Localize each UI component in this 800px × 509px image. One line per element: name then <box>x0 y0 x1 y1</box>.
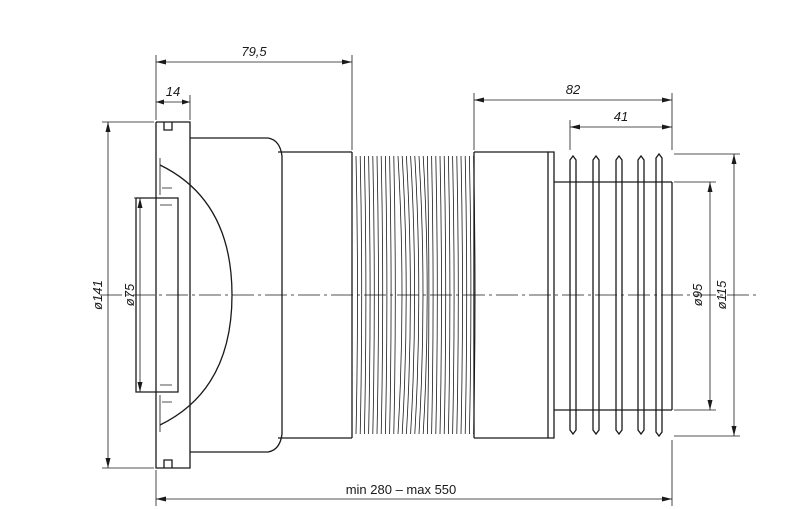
sealing-fin <box>615 154 623 436</box>
corrugation-rib <box>389 155 392 435</box>
dim-41: 41 <box>569 109 672 150</box>
corrugation-rib <box>380 155 384 435</box>
sealing-fin <box>637 154 645 436</box>
corrugation-rib <box>460 155 463 435</box>
dim-dia-95: ø95 <box>674 181 716 411</box>
corrugation-rib <box>355 155 358 435</box>
corrugation-rib <box>427 155 430 435</box>
corrugation-rib <box>473 155 476 435</box>
sealing-fin <box>569 154 577 436</box>
corrugation-rib <box>401 155 407 435</box>
dim-dia-115-label: ø115 <box>714 280 729 309</box>
corrugation-rib <box>359 155 363 435</box>
inlet-flange <box>135 121 191 469</box>
dim-dia-75: ø75 <box>122 197 143 392</box>
corrugation-rib <box>469 155 472 435</box>
corrugation-rib <box>372 155 375 435</box>
corrugation-rib <box>368 155 371 435</box>
socket-body <box>190 137 352 453</box>
outlet-sealing-fins <box>569 152 663 438</box>
outlet-tube <box>474 151 673 439</box>
corrugation-rib <box>448 155 451 435</box>
corrugation-rib <box>414 155 420 435</box>
dim-41-label: 41 <box>614 109 628 124</box>
corrugation-rib <box>464 155 468 435</box>
corrugation-rib <box>439 155 442 435</box>
sealing-fin <box>655 152 663 438</box>
corrugation-rib <box>435 155 438 435</box>
corrugation-rib <box>406 155 411 435</box>
corrugation-rib <box>431 155 434 435</box>
corrugation-rib <box>418 155 424 435</box>
dim-overall-length-label: min 280 – max 550 <box>346 482 457 497</box>
dim-dia-95-label: ø95 <box>690 283 705 306</box>
dim-dia-115: ø115 <box>674 153 740 437</box>
corrugation-rib <box>393 155 396 435</box>
dim-14: 14 <box>156 84 191 120</box>
dim-dia-75-label: ø75 <box>122 283 137 306</box>
inlet-seal-dome <box>159 164 233 426</box>
dim-79-5: 79,5 <box>155 44 353 150</box>
dim-dia-141: ø141 <box>90 121 154 469</box>
sealing-fin <box>592 154 600 436</box>
dim-82: 82 <box>473 82 673 150</box>
dim-79-5-label: 79,5 <box>241 44 267 59</box>
dim-overall-length: min 280 – max 550 <box>155 440 673 506</box>
dim-14-label: 14 <box>166 84 180 99</box>
corrugation-rib <box>364 155 367 435</box>
corrugation-rib <box>456 155 459 435</box>
corrugation-rib <box>385 155 388 435</box>
corrugation-rib <box>376 155 379 435</box>
corrugation-rib <box>410 155 415 435</box>
corrugation-rib <box>443 155 447 435</box>
dim-82-label: 82 <box>566 82 581 97</box>
corrugation-rib <box>397 155 403 435</box>
corrugated-section <box>351 152 476 438</box>
corrugation-rib <box>452 155 455 435</box>
dim-dia-141-label: ø141 <box>90 280 105 310</box>
corrugation-rib <box>422 155 428 435</box>
